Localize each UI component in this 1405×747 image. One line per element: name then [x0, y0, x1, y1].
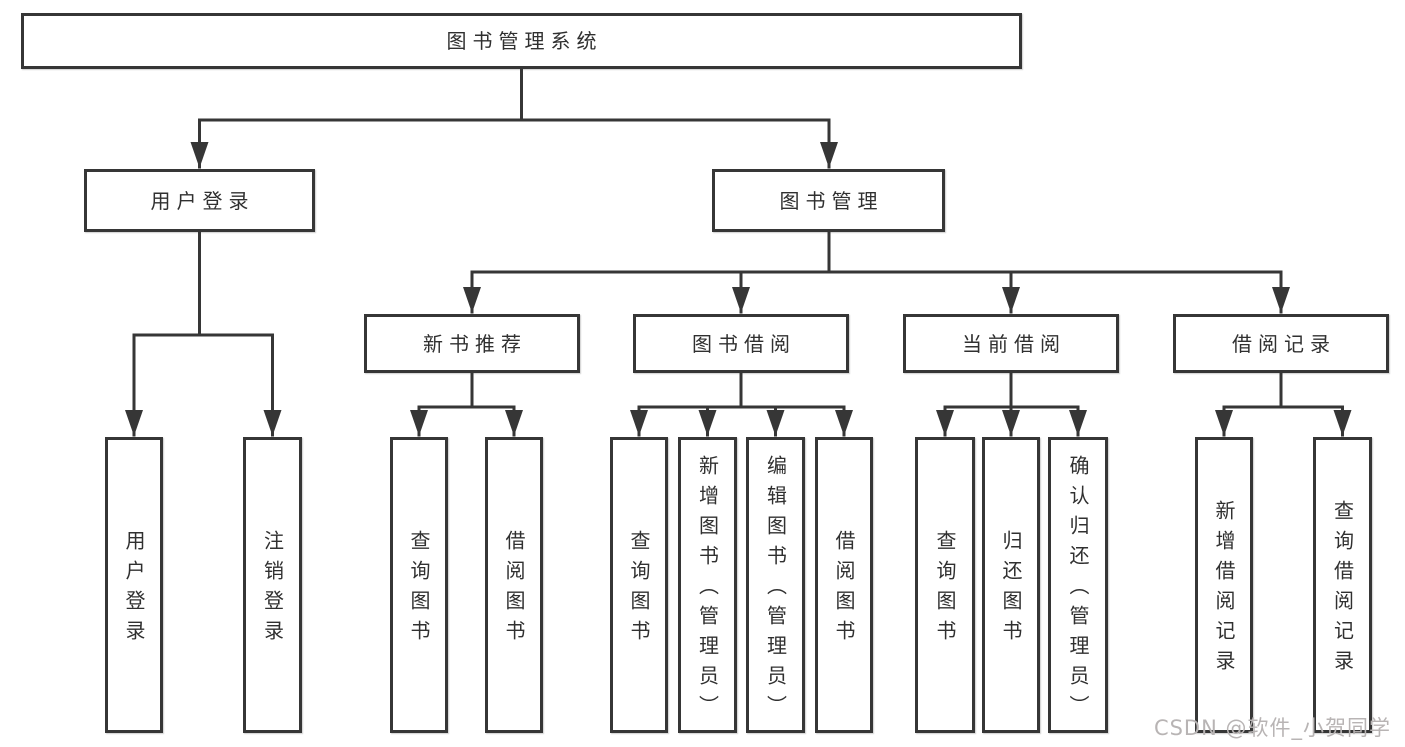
node-label: 图书管理系统 — [446, 29, 603, 53]
node-current-borrow: 当前借阅 — [903, 314, 1119, 373]
node-label: 图书管理 — [779, 188, 884, 213]
leaf-borrow-books: 借阅图书 — [815, 437, 873, 733]
node-label: 借阅图书 — [502, 530, 526, 650]
arrowhead — [1272, 287, 1290, 313]
arrowhead — [936, 410, 954, 436]
node-user-login: 用户登录 — [84, 169, 315, 232]
connector-book-management-children — [470, 230, 1283, 314]
node-root-system: 图书管理系统 — [21, 13, 1022, 69]
arrowhead — [820, 142, 838, 168]
leaf-query-books-borrow: 查询图书 — [610, 437, 668, 733]
node-book-management: 图书管理 — [712, 169, 945, 232]
node-label: 借阅图书 — [832, 530, 856, 650]
connector-borrow-record-children — [1222, 371, 1344, 437]
arrowhead — [463, 287, 481, 313]
leaf-return-books: 归还图书 — [982, 437, 1040, 733]
arrowhead — [698, 410, 717, 436]
csdn-watermark: CSDN @软件_小贺同学 — [1153, 716, 1391, 740]
node-label: 查询借阅记录 — [1330, 500, 1355, 680]
arrowhead — [1215, 410, 1233, 436]
arrowhead — [410, 410, 428, 436]
node-label: 查询图书 — [933, 530, 957, 650]
node-book-borrow: 图书借阅 — [633, 314, 849, 373]
connector-root-to-level1 — [198, 66, 831, 169]
node-label: 用户登录 — [122, 530, 146, 650]
arrowhead — [1002, 410, 1020, 436]
leaf-confirm-return-admin: 确认归还（管理员） — [1048, 437, 1108, 733]
arrowhead — [732, 287, 750, 313]
leaf-borrow-books-recommend: 借阅图书 — [485, 437, 543, 733]
arrowhead — [263, 410, 282, 436]
connector-book-borrow-children — [637, 371, 846, 437]
node-borrow-record: 借阅记录 — [1173, 314, 1389, 373]
node-label: 查询图书 — [407, 530, 431, 650]
arrowhead — [1002, 287, 1020, 313]
node-label: 编辑图书（管理员） — [763, 455, 788, 725]
node-label: 借阅记录 — [1232, 331, 1336, 356]
leaf-edit-books-admin: 编辑图书（管理员） — [746, 437, 805, 733]
connector-new-book-recommend-children — [417, 371, 516, 437]
leaf-user-login: 用户登录 — [105, 437, 163, 733]
node-label: 新增借阅记录 — [1212, 500, 1236, 680]
connector-user-login-children — [132, 230, 274, 437]
arrowhead — [1333, 410, 1352, 436]
node-label: 新书推荐 — [423, 331, 527, 356]
arrowhead — [766, 410, 785, 436]
arrowhead — [505, 410, 523, 436]
arrowhead — [835, 410, 853, 436]
leaf-query-borrow-record: 查询借阅记录 — [1313, 437, 1372, 733]
arrowhead — [1069, 410, 1087, 436]
arrowheads — [125, 142, 1352, 436]
node-new-book-recommend: 新书推荐 — [364, 314, 580, 373]
leaf-query-books-recommend: 查询图书 — [390, 437, 448, 733]
node-label: 查询图书 — [627, 530, 651, 650]
arrowhead — [190, 142, 209, 168]
node-label: 新增图书（管理员） — [695, 455, 720, 725]
node-label: 当前借阅 — [962, 331, 1066, 356]
leaf-logout: 注销登录 — [243, 437, 302, 733]
node-label: 注销登录 — [260, 530, 285, 650]
leaf-query-books-current: 查询图书 — [915, 437, 975, 733]
arrowhead — [125, 410, 143, 436]
node-label: 确认归还（管理员） — [1066, 455, 1090, 725]
node-label: 用户登录 — [150, 188, 255, 213]
leaf-add-borrow-record: 新增借阅记录 — [1195, 437, 1253, 733]
leaf-add-books-admin: 新增图书（管理员） — [678, 437, 737, 733]
node-label: 图书借阅 — [692, 331, 796, 356]
arrowhead — [630, 410, 648, 436]
node-label: 归还图书 — [999, 530, 1023, 650]
